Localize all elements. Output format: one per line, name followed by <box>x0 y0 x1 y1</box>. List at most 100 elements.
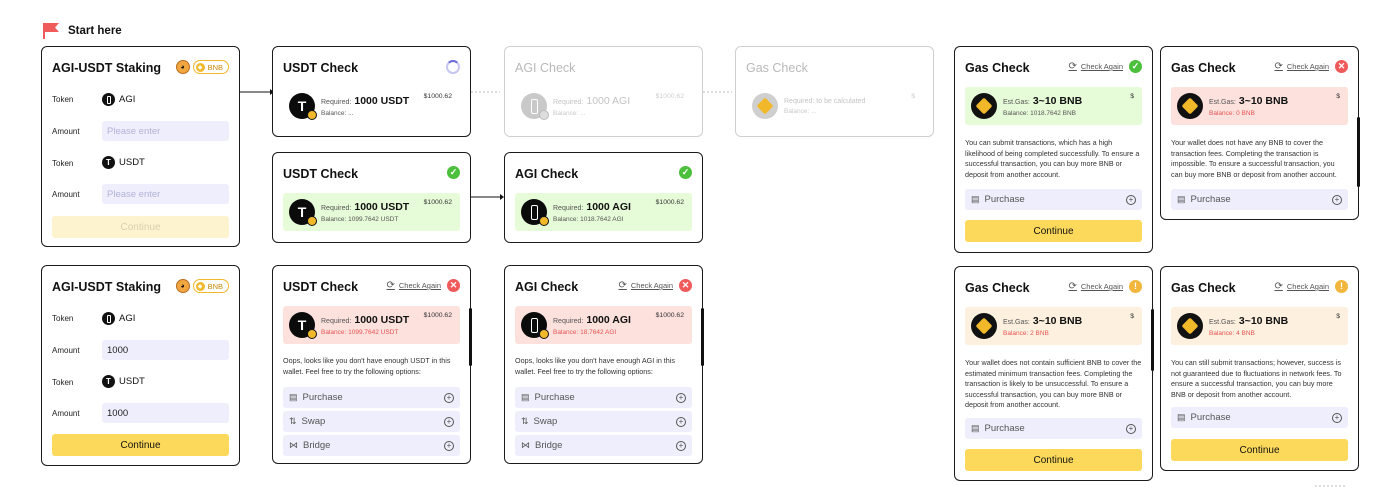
price-text: $1000.62 <box>423 93 452 100</box>
est-gas-label: Est.Gas: <box>1003 99 1030 106</box>
amount-input-usdt[interactable]: 1000 <box>102 403 229 423</box>
check-again-link[interactable]: ⟳Check Again <box>1274 281 1329 292</box>
check-failed-icon: ✕ <box>1335 60 1348 73</box>
continue-button[interactable]: Continue <box>965 220 1142 242</box>
staking-title: AGI-USDT Staking <box>52 61 162 75</box>
usdt-icon: T <box>289 93 317 120</box>
scrollbar[interactable] <box>1357 117 1360 187</box>
purchase-option[interactable]: ▤Purchase+ <box>965 418 1142 439</box>
amount-label: Amount <box>52 127 80 136</box>
check-success-icon: ✓ <box>447 166 460 179</box>
start-marker: Start here <box>42 22 122 39</box>
agi-check-pending: AGI Check Required:1000 AGI Balance: ...… <box>504 46 703 137</box>
scrollbar[interactable] <box>1151 309 1154 371</box>
gas-range: 3~10 BNB <box>1238 315 1289 327</box>
token-requirement: T Required:1000 USDT Balance: ... $1000.… <box>283 87 460 125</box>
card-title: USDT Check <box>283 280 359 294</box>
swap-option[interactable]: ⇅Swap+ <box>515 411 692 432</box>
est-gas-label: Est.Gas: <box>1209 99 1236 106</box>
purchase-option[interactable]: ▤Purchase+ <box>965 189 1142 210</box>
chain-badges: ◕ ◆BNB <box>175 60 229 74</box>
continue-button[interactable]: Continue <box>52 434 229 456</box>
bnb-chain-badge[interactable]: ◆BNB <box>192 279 229 293</box>
option-label: Bridge <box>535 440 563 451</box>
check-failed-icon: ✕ <box>447 279 460 292</box>
purchase-option[interactable]: ▤Purchase+ <box>1171 407 1348 428</box>
bnb-icon <box>1177 313 1203 339</box>
warning-icon: ! <box>1129 280 1142 293</box>
usdt-icon: T <box>102 156 115 169</box>
add-icon: + <box>676 440 686 451</box>
option-label: Swap <box>533 416 558 427</box>
card-title: USDT Check <box>283 167 359 181</box>
chain-label: BNB <box>207 281 223 291</box>
balance-text: Balance: ... <box>321 110 354 117</box>
option-label: Bridge <box>303 440 331 451</box>
add-icon: + <box>444 440 454 451</box>
card-title: Gas Check <box>1171 281 1236 295</box>
add-icon: + <box>1332 412 1342 423</box>
usdt-check-success: USDT Check ✓ T Required:1000 USDT Balanc… <box>272 152 471 243</box>
gas-message: You can submit transactions, which has a… <box>965 138 1140 179</box>
balance-text: Balance: 4 BNB <box>1209 330 1255 337</box>
purchase-option[interactable]: ▤Purchase+ <box>1171 189 1348 210</box>
option-label: Purchase <box>302 392 343 403</box>
agi-icon <box>521 199 549 226</box>
add-icon: + <box>444 392 454 403</box>
gas-range: 3~10 BNB <box>1032 315 1083 327</box>
amount-input-agi[interactable]: Please enter <box>102 121 229 141</box>
refresh-icon: ⟳ <box>1068 281 1077 292</box>
gas-check-warning-low: Gas Check ⟳Check Again ! Est.Gas:3~10 BN… <box>954 266 1154 481</box>
scrollbar[interactable] <box>701 308 704 366</box>
purchase-option[interactable]: ▤Purchase+ <box>515 387 692 408</box>
add-icon: + <box>676 416 686 427</box>
card-title: AGI Check <box>515 167 579 181</box>
bnb-icon: ◆ <box>195 62 205 72</box>
purchase-icon: ▤ <box>521 392 530 402</box>
price-text: $1000.62 <box>655 199 684 206</box>
bridge-option[interactable]: ⋈Bridge+ <box>515 435 692 456</box>
continue-button[interactable]: Continue <box>965 449 1142 471</box>
refresh-icon: ⟳ <box>618 280 627 291</box>
check-again-label: Check Again <box>1286 282 1329 291</box>
check-again-link[interactable]: ⟳Check Again <box>1068 281 1123 292</box>
agi-check-success: AGI Check ✓ Required:1000 AGI Balance: 1… <box>504 152 703 243</box>
bnb-chain-badge[interactable]: ◆BNB <box>192 60 229 74</box>
card-title: AGI Check <box>515 280 579 294</box>
purchase-icon: ▤ <box>1177 194 1186 204</box>
token-requirement: Required:1000 AGI Balance: 1018.7642 AGI… <box>515 193 692 231</box>
amount-input-usdt[interactable]: Please enter <box>102 184 229 204</box>
token-usdt-label: USDT <box>119 157 145 168</box>
purchase-option[interactable]: ▤Purchase+ <box>283 387 460 408</box>
flag-icon <box>43 23 59 39</box>
est-gas-label: Est.Gas: <box>1209 319 1236 326</box>
refresh-icon: ⟳ <box>1274 281 1283 292</box>
token-requirement: Required: to be calculated Balance: ... … <box>746 87 923 125</box>
required-label: Required: <box>321 205 352 212</box>
swap-option[interactable]: ⇅Swap+ <box>283 411 460 432</box>
bnb-icon <box>1177 93 1203 119</box>
check-again-link[interactable]: ⟳Check Again <box>618 280 673 291</box>
scrollbar[interactable] <box>469 308 472 366</box>
continue-button-disabled[interactable]: Continue <box>52 216 229 238</box>
refresh-icon: ⟳ <box>386 280 395 291</box>
refresh-icon: ⟳ <box>1274 61 1283 72</box>
gas-range: 3~10 BNB <box>1032 95 1083 107</box>
token-label: Token <box>52 159 74 168</box>
check-again-link[interactable]: ⟳Check Again <box>1068 61 1123 72</box>
bnb-icon <box>971 313 997 339</box>
amount-label: Amount <box>52 409 80 418</box>
bridge-option[interactable]: ⋈Bridge+ <box>283 435 460 456</box>
gas-check-success: Gas Check ⟳Check Again ✓ Est.Gas:3~10 BN… <box>954 46 1153 253</box>
continue-button[interactable]: Continue <box>1171 439 1348 461</box>
add-icon: + <box>444 416 454 427</box>
amount-input-agi[interactable]: 1000 <box>102 340 229 360</box>
option-label: Swap <box>301 416 326 427</box>
balance-text: Balance: ... <box>553 110 586 117</box>
add-icon: + <box>676 392 686 403</box>
required-amount: 1000 AGI <box>586 201 631 213</box>
check-again-link[interactable]: ⟳Check Again <box>1274 61 1329 72</box>
check-again-link[interactable]: ⟳Check Again <box>386 280 441 291</box>
price-text: $ <box>1130 93 1134 100</box>
required-amount: 1000 USDT <box>354 201 410 213</box>
